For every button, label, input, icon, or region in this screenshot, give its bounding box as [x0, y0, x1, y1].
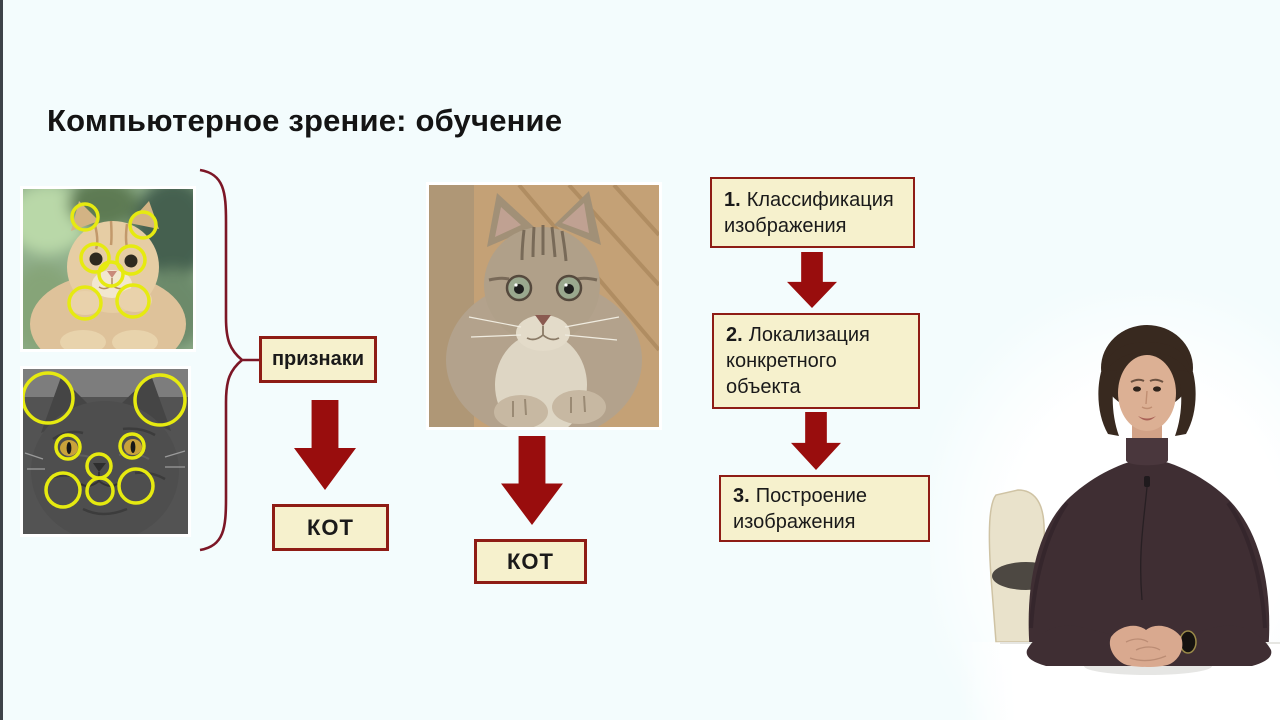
features-label: признаки [271, 348, 365, 370]
cat-photo-1-illustration [23, 189, 193, 349]
left-edge-strip [0, 0, 3, 720]
flow-step-3-box: 3.Построение изображения [719, 475, 930, 542]
cat-features-image-2 [20, 366, 191, 537]
watch [1179, 630, 1197, 654]
result-label: КОТ [507, 548, 554, 574]
curly-brace [199, 168, 262, 552]
feature-circles-1 [67, 202, 158, 321]
step-label: Построение изображения [733, 484, 868, 533]
step-number: 1. [724, 188, 741, 211]
flow-step-1-box: 1.Классификация изображения [710, 177, 915, 248]
slide-title: Компьютерное зрение: обучение [47, 103, 563, 138]
cat-photo-2-illustration [23, 369, 188, 534]
step-label: Классификация изображения [724, 188, 894, 237]
cat-features-image-1 [20, 186, 196, 352]
presenter-video [930, 290, 1280, 720]
lavalier-mic [1144, 476, 1150, 487]
flow-step-2-box: 2.Локализация конкретного объекта [712, 313, 920, 409]
main-cat-illustration [429, 185, 659, 427]
step-number: 3. [733, 484, 750, 507]
step-label: Локализация конкретного объекта [726, 324, 870, 398]
features-box: признаки [259, 336, 377, 383]
feature-circles-2 [23, 371, 187, 509]
step-number: 2. [726, 324, 743, 346]
result-label: КОТ [307, 514, 354, 540]
down-arrow-icon [791, 412, 841, 470]
presenter-illustration [958, 325, 1280, 720]
down-arrow-icon [787, 252, 837, 308]
down-arrow-icon [501, 436, 563, 525]
result-box-features: КОТ [272, 504, 389, 551]
main-cat-image [426, 182, 662, 430]
down-arrow-icon [294, 400, 356, 490]
result-box-photo: КОТ [474, 539, 587, 584]
